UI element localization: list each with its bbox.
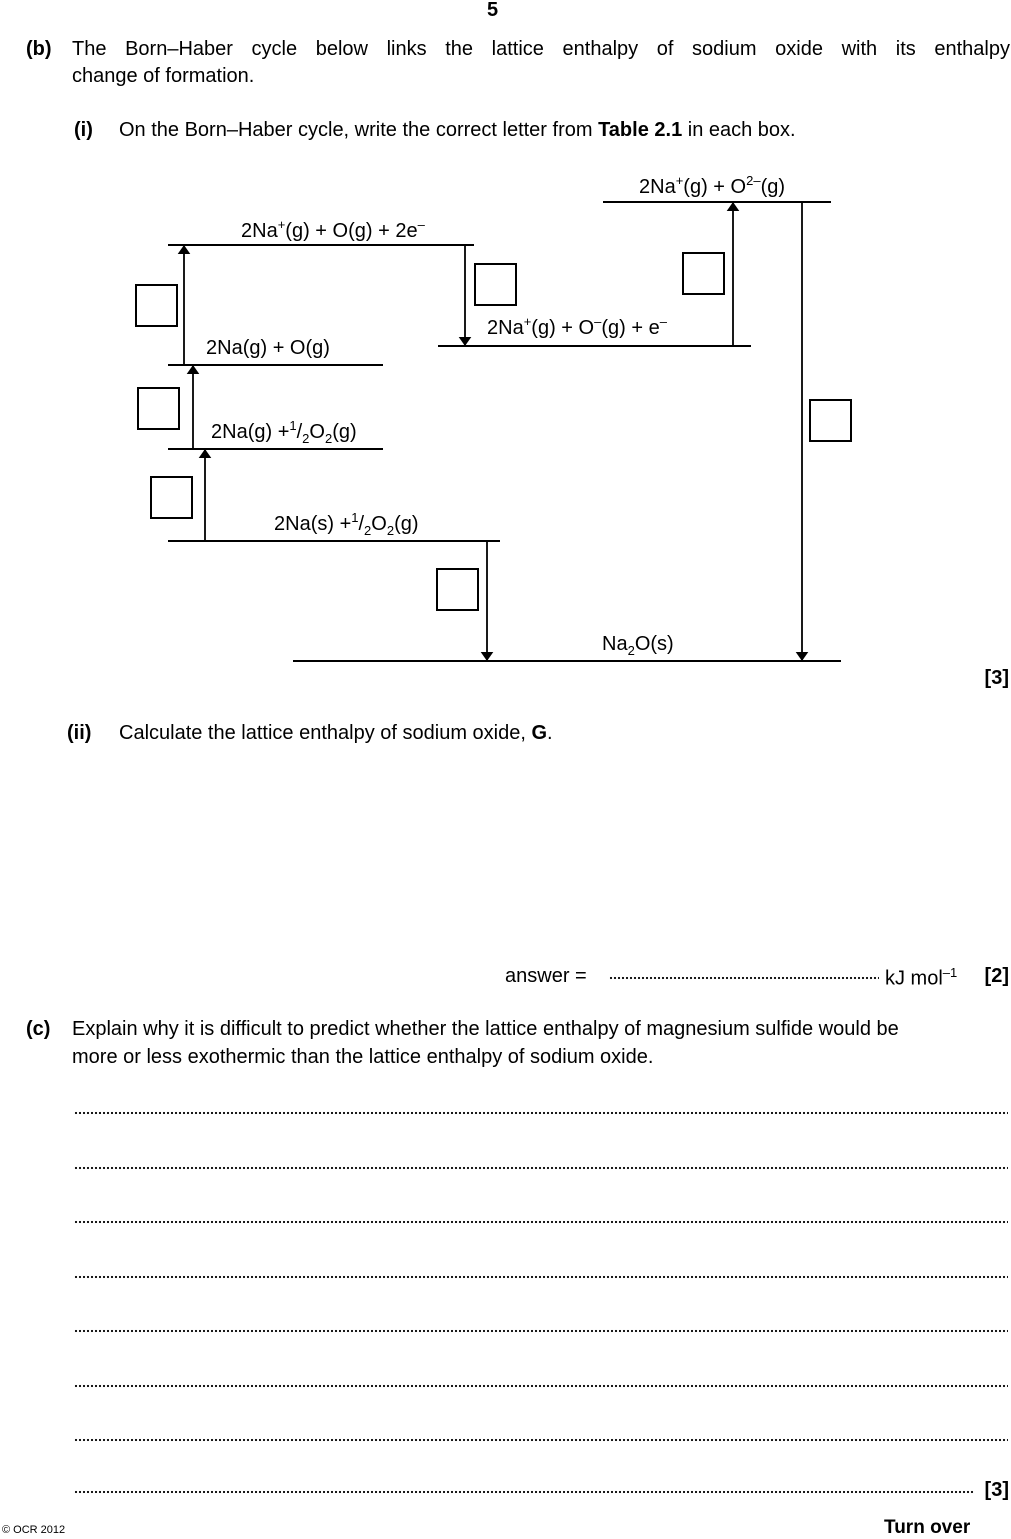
- part-c-text-line1: Explain why it is difficult to predict w…: [72, 1018, 899, 1040]
- answer-line-6[interactable]: [74, 1380, 1008, 1392]
- sub-ii-text-suffix: .: [547, 722, 553, 744]
- answer-box-atomisation-na[interactable]: [150, 476, 193, 519]
- answer-box-enthalpy-formation[interactable]: [436, 568, 479, 611]
- part-b-label: (b): [26, 38, 52, 60]
- answer-box-atomisation-o[interactable]: [137, 387, 180, 430]
- label-anion: 2Na+(g) + O–(g) + e–: [487, 314, 668, 339]
- label-ionised: 2Na+(g) + O(g) + 2e–: [241, 217, 426, 242]
- answer-prefix: answer =: [505, 965, 587, 987]
- sub-i-text-suffix: in each box.: [682, 119, 796, 141]
- answer-unit: kJ mol–1: [885, 965, 957, 991]
- sub-ii-marks: [2]: [984, 965, 1009, 987]
- part-b-text-line2: change of formation.: [72, 65, 255, 87]
- sub-ii-label: (ii): [67, 722, 92, 744]
- answer-box-second-electron-affinity[interactable]: [682, 252, 725, 295]
- label-top-right: 2Na+(g) + O2–(g): [639, 173, 785, 198]
- answer-unit-text: kJ mol: [885, 967, 943, 990]
- answer-line-7[interactable]: [74, 1434, 1008, 1446]
- answer-box-ionisation[interactable]: [135, 284, 178, 327]
- copyright: © OCR 2012: [2, 1524, 66, 1536]
- sub-i-marks: [3]: [984, 667, 1009, 689]
- part-c-text-line2: more or less exothermic than the lattice…: [72, 1046, 654, 1068]
- answer-line-8[interactable]: [74, 1486, 974, 1498]
- sub-i-text-prefix: On the Born–Haber cycle, write the corre…: [119, 119, 599, 141]
- sub-ii-text-prefix: Calculate the lattice enthalpy of sodium…: [119, 722, 532, 744]
- answer-line-2[interactable]: [74, 1162, 1008, 1174]
- page-number: 5: [487, 0, 499, 21]
- part-c-label: (c): [26, 1018, 51, 1040]
- sub-ii-question: Calculate the lattice enthalpy of sodium…: [119, 722, 553, 745]
- answer-line-3[interactable]: [74, 1216, 1008, 1228]
- turn-over: Turn over: [884, 1517, 971, 1538]
- lattice-letter: G: [531, 722, 548, 744]
- answer-line-5[interactable]: [74, 1325, 1008, 1337]
- answer-line-1[interactable]: [74, 1107, 1008, 1119]
- label-half-o2-gas: 2Na(g) +1/2O2(g): [211, 418, 357, 446]
- part-c-marks: [3]: [984, 1479, 1009, 1501]
- label-product: Na2O(s): [602, 633, 674, 658]
- table-reference: Table 2.1: [598, 119, 683, 141]
- answer-input-line[interactable]: [609, 972, 879, 984]
- part-b-text-line1: The Born–Haber cycle below links the lat…: [72, 38, 1010, 61]
- label-atoms: 2Na(g) + O(g): [206, 337, 330, 359]
- answer-box-first-electron-affinity[interactable]: [474, 263, 517, 306]
- answer-unit-sup: –1: [942, 965, 958, 980]
- sub-i-label: (i): [74, 119, 93, 141]
- born-haber-cycle-diagram: 2Na+(g) + O2–(g) 2Na+(g) + O(g) + 2e– 2N…: [135, 173, 852, 662]
- sub-i-question: On the Born–Haber cycle, write the corre…: [119, 119, 796, 142]
- label-elements: 2Na(s) +1/2O2(g): [274, 510, 419, 538]
- part-b-text-line1-content: The Born–Haber cycle below links the lat…: [72, 38, 1010, 60]
- answer-box-lattice-enthalpy[interactable]: [809, 399, 852, 442]
- answer-line-4[interactable]: [74, 1271, 1008, 1283]
